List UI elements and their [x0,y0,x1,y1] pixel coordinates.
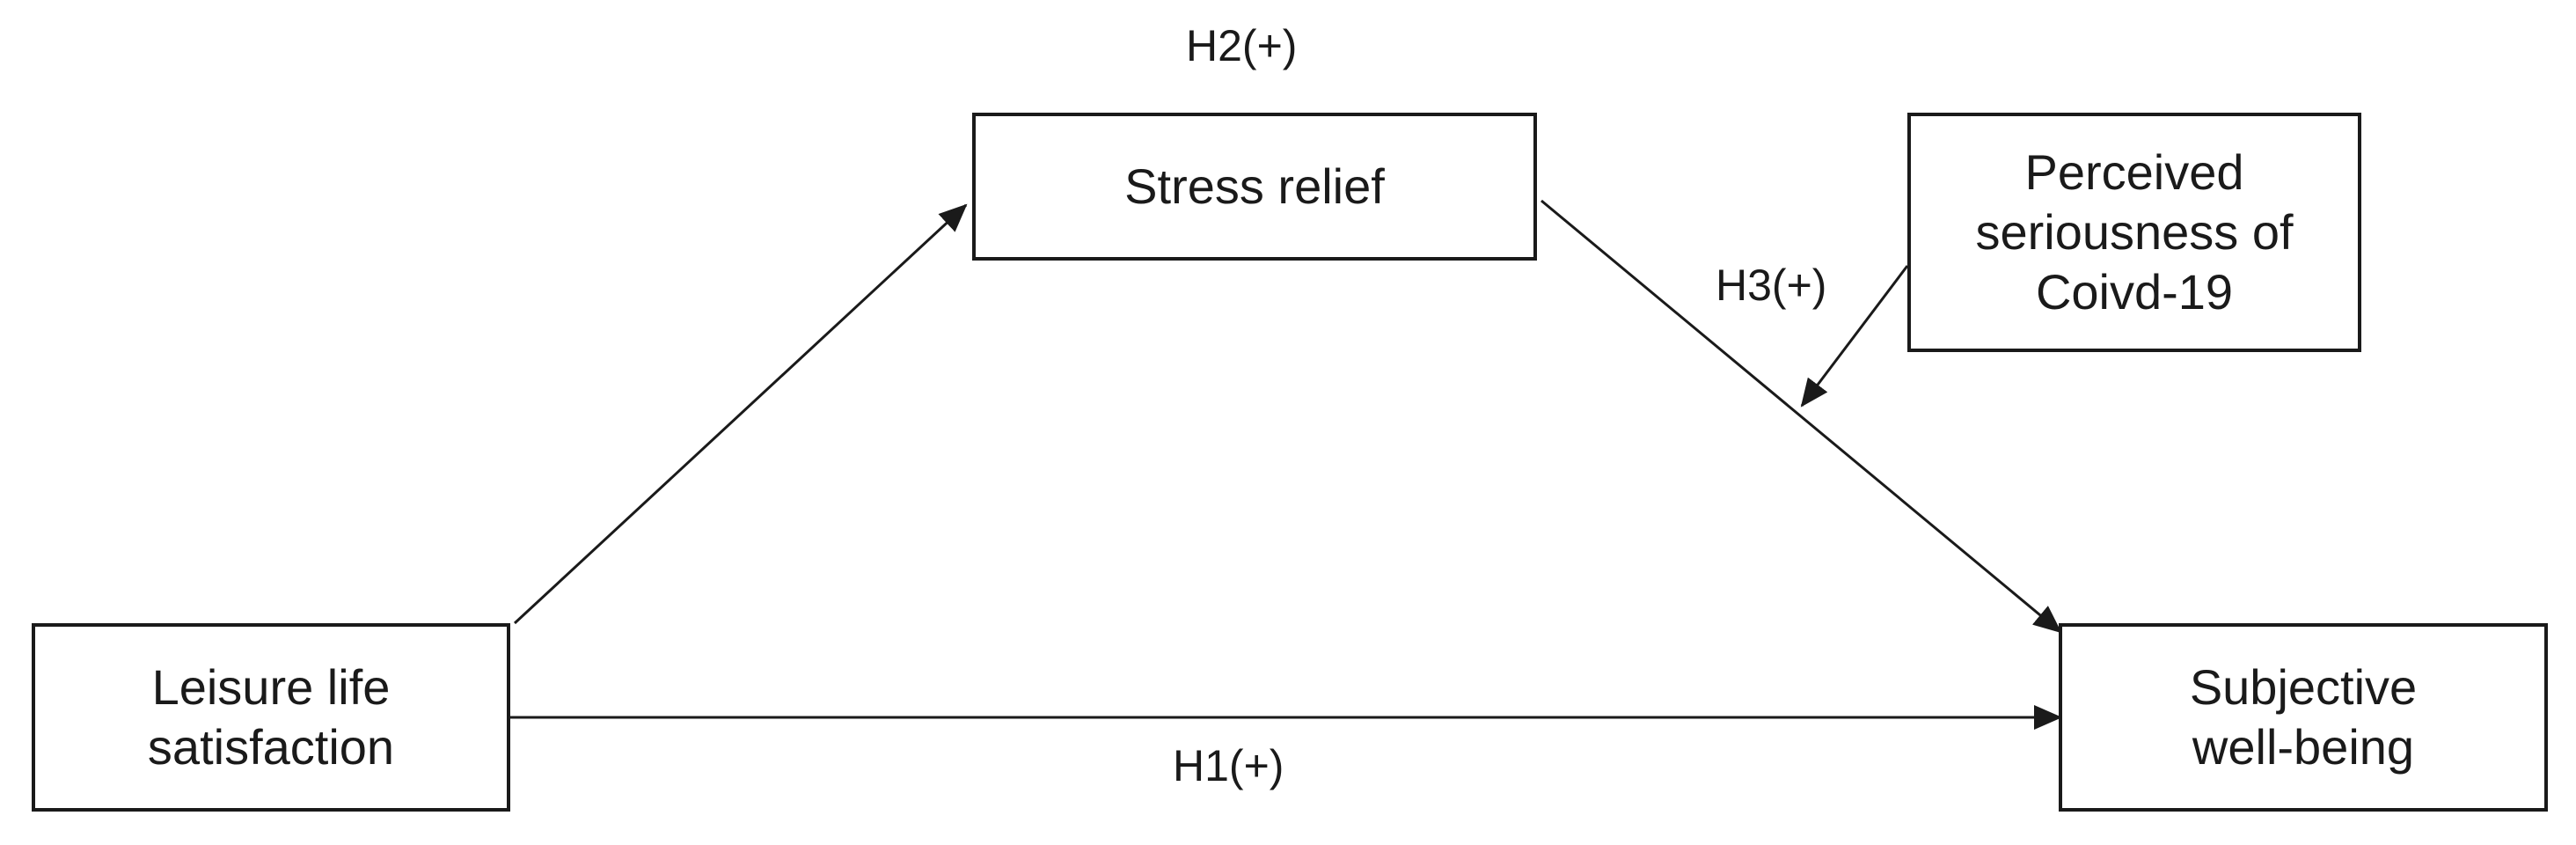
node-label: Subjective well-being [2189,659,2418,775]
hypothesis-label-h1: H1(+) [1173,741,1284,790]
arrow-covid-moderation [1800,265,1909,408]
hypothesis-label-h3: H3(+) [1716,261,1827,310]
node-subjective-well-being: Subjective well-being [2059,623,2548,812]
node-label: Perceived seriousness of Coivd-19 [1975,144,2294,320]
hypothesis-label-h2: H2(+) [1186,21,1298,70]
arrow-leisure-to-stress [513,203,968,625]
node-perceived-seriousness: Perceived seriousness of Coivd-19 [1907,113,2361,352]
node-label: Stress relief [1124,158,1385,214]
node-leisure-life-satisfaction: Leisure life satisfaction [32,623,510,812]
arrow-stress-to-wellbeing [1540,199,2062,634]
node-stress-relief: Stress relief [972,113,1537,261]
node-label: Leisure life satisfaction [147,659,395,775]
